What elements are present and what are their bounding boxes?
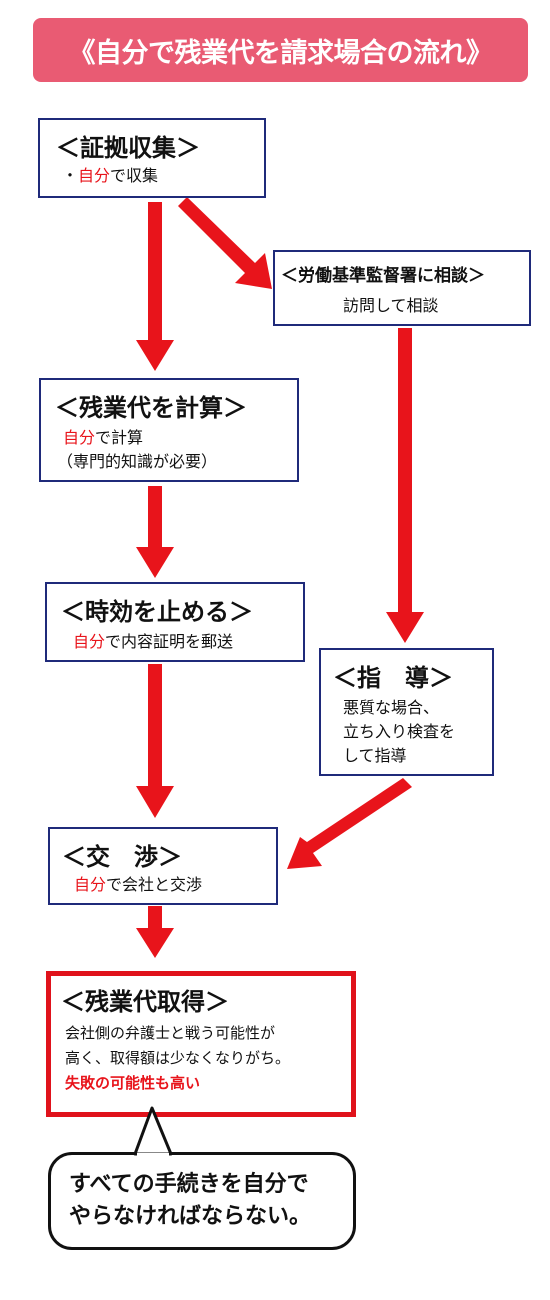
step-stop-limitation: ＜時効を止める＞ 自分で内容証明を郵送 (45, 582, 305, 662)
title-banner: 《自分で残業代を請求場合の流れ》 (33, 18, 528, 82)
step-guidance-line3: して指導 (343, 746, 407, 765)
callout-bubble: すべての手続きを自分で やらなければならない。 (48, 1152, 356, 1250)
callout-line1: すべての手続きを自分で (69, 1172, 309, 1197)
step-labor-office: ＜労働基準監督署に相談＞ 訪問して相談 (273, 250, 531, 326)
step-guidance: ＜指 導＞ 悪質な場合、 立ち入り検査を して指導 (319, 648, 494, 776)
step-labor-office-heading: ＜労働基準監督署に相談＞ (281, 266, 485, 286)
step-calculate-note: （専門的知識が必要） (57, 452, 218, 471)
step-stop-heading: ＜時効を止める＞ (61, 598, 253, 626)
arrow-evidence-to-calculate (136, 202, 174, 371)
step-calculate-body: 自分で計算 (63, 428, 144, 447)
page-title: 《自分で残業代を請求場合の流れ》 (68, 37, 494, 69)
arrow-negotiation-to-acquisition (136, 906, 174, 958)
arrow-guidance-to-negotiation (287, 778, 412, 869)
step-negotiation-body: 自分で会社と交渉 (74, 875, 203, 894)
step-calculate-heading: ＜残業代を計算＞ (55, 394, 247, 422)
step-acquisition-line2: 高く、取得額は少なくなりがち。 (65, 1049, 291, 1067)
step-labor-office-body: 訪問して相談 (343, 296, 439, 315)
step-acquisition-heading: ＜残業代取得＞ (61, 988, 229, 1016)
callout-line2: やらなければならない。 (69, 1204, 312, 1229)
step-evidence-body: ・自分で収集 (62, 166, 159, 185)
arrow-labor-office-to-guidance (386, 328, 424, 643)
step-guidance-line1: 悪質な場合、 (343, 698, 440, 717)
step-evidence-heading: ＜証拠収集＞ (56, 134, 200, 162)
arrow-evidence-to-labor-office (178, 197, 272, 289)
step-evidence: ＜証拠収集＞ ・自分で収集 (38, 118, 266, 198)
step-acquisition: ＜残業代取得＞ 会社側の弁護士と戦う可能性が 高く、取得額は少なくなりがち。 失… (46, 971, 356, 1117)
step-negotiation-heading: ＜交 渉＞ (62, 843, 182, 871)
step-guidance-line2: 立ち入り検査を (343, 722, 456, 741)
arrow-stop-to-negotiation (136, 664, 174, 818)
callout-text: すべての手続きを自分で やらなければならない。 (69, 1169, 311, 1233)
step-negotiation: ＜交 渉＞ 自分で会社と交渉 (48, 827, 278, 905)
step-calculate: ＜残業代を計算＞ 自分で計算 （専門的知識が必要） (39, 378, 299, 482)
step-guidance-heading: ＜指 導＞ (333, 664, 453, 692)
step-acquisition-warning: 失敗の可能性も高い (65, 1074, 201, 1092)
arrow-calculate-to-stop (136, 486, 174, 578)
step-stop-body: 自分で内容証明を郵送 (73, 632, 234, 651)
step-acquisition-line1: 会社側の弁護士と戦う可能性が (65, 1024, 276, 1042)
